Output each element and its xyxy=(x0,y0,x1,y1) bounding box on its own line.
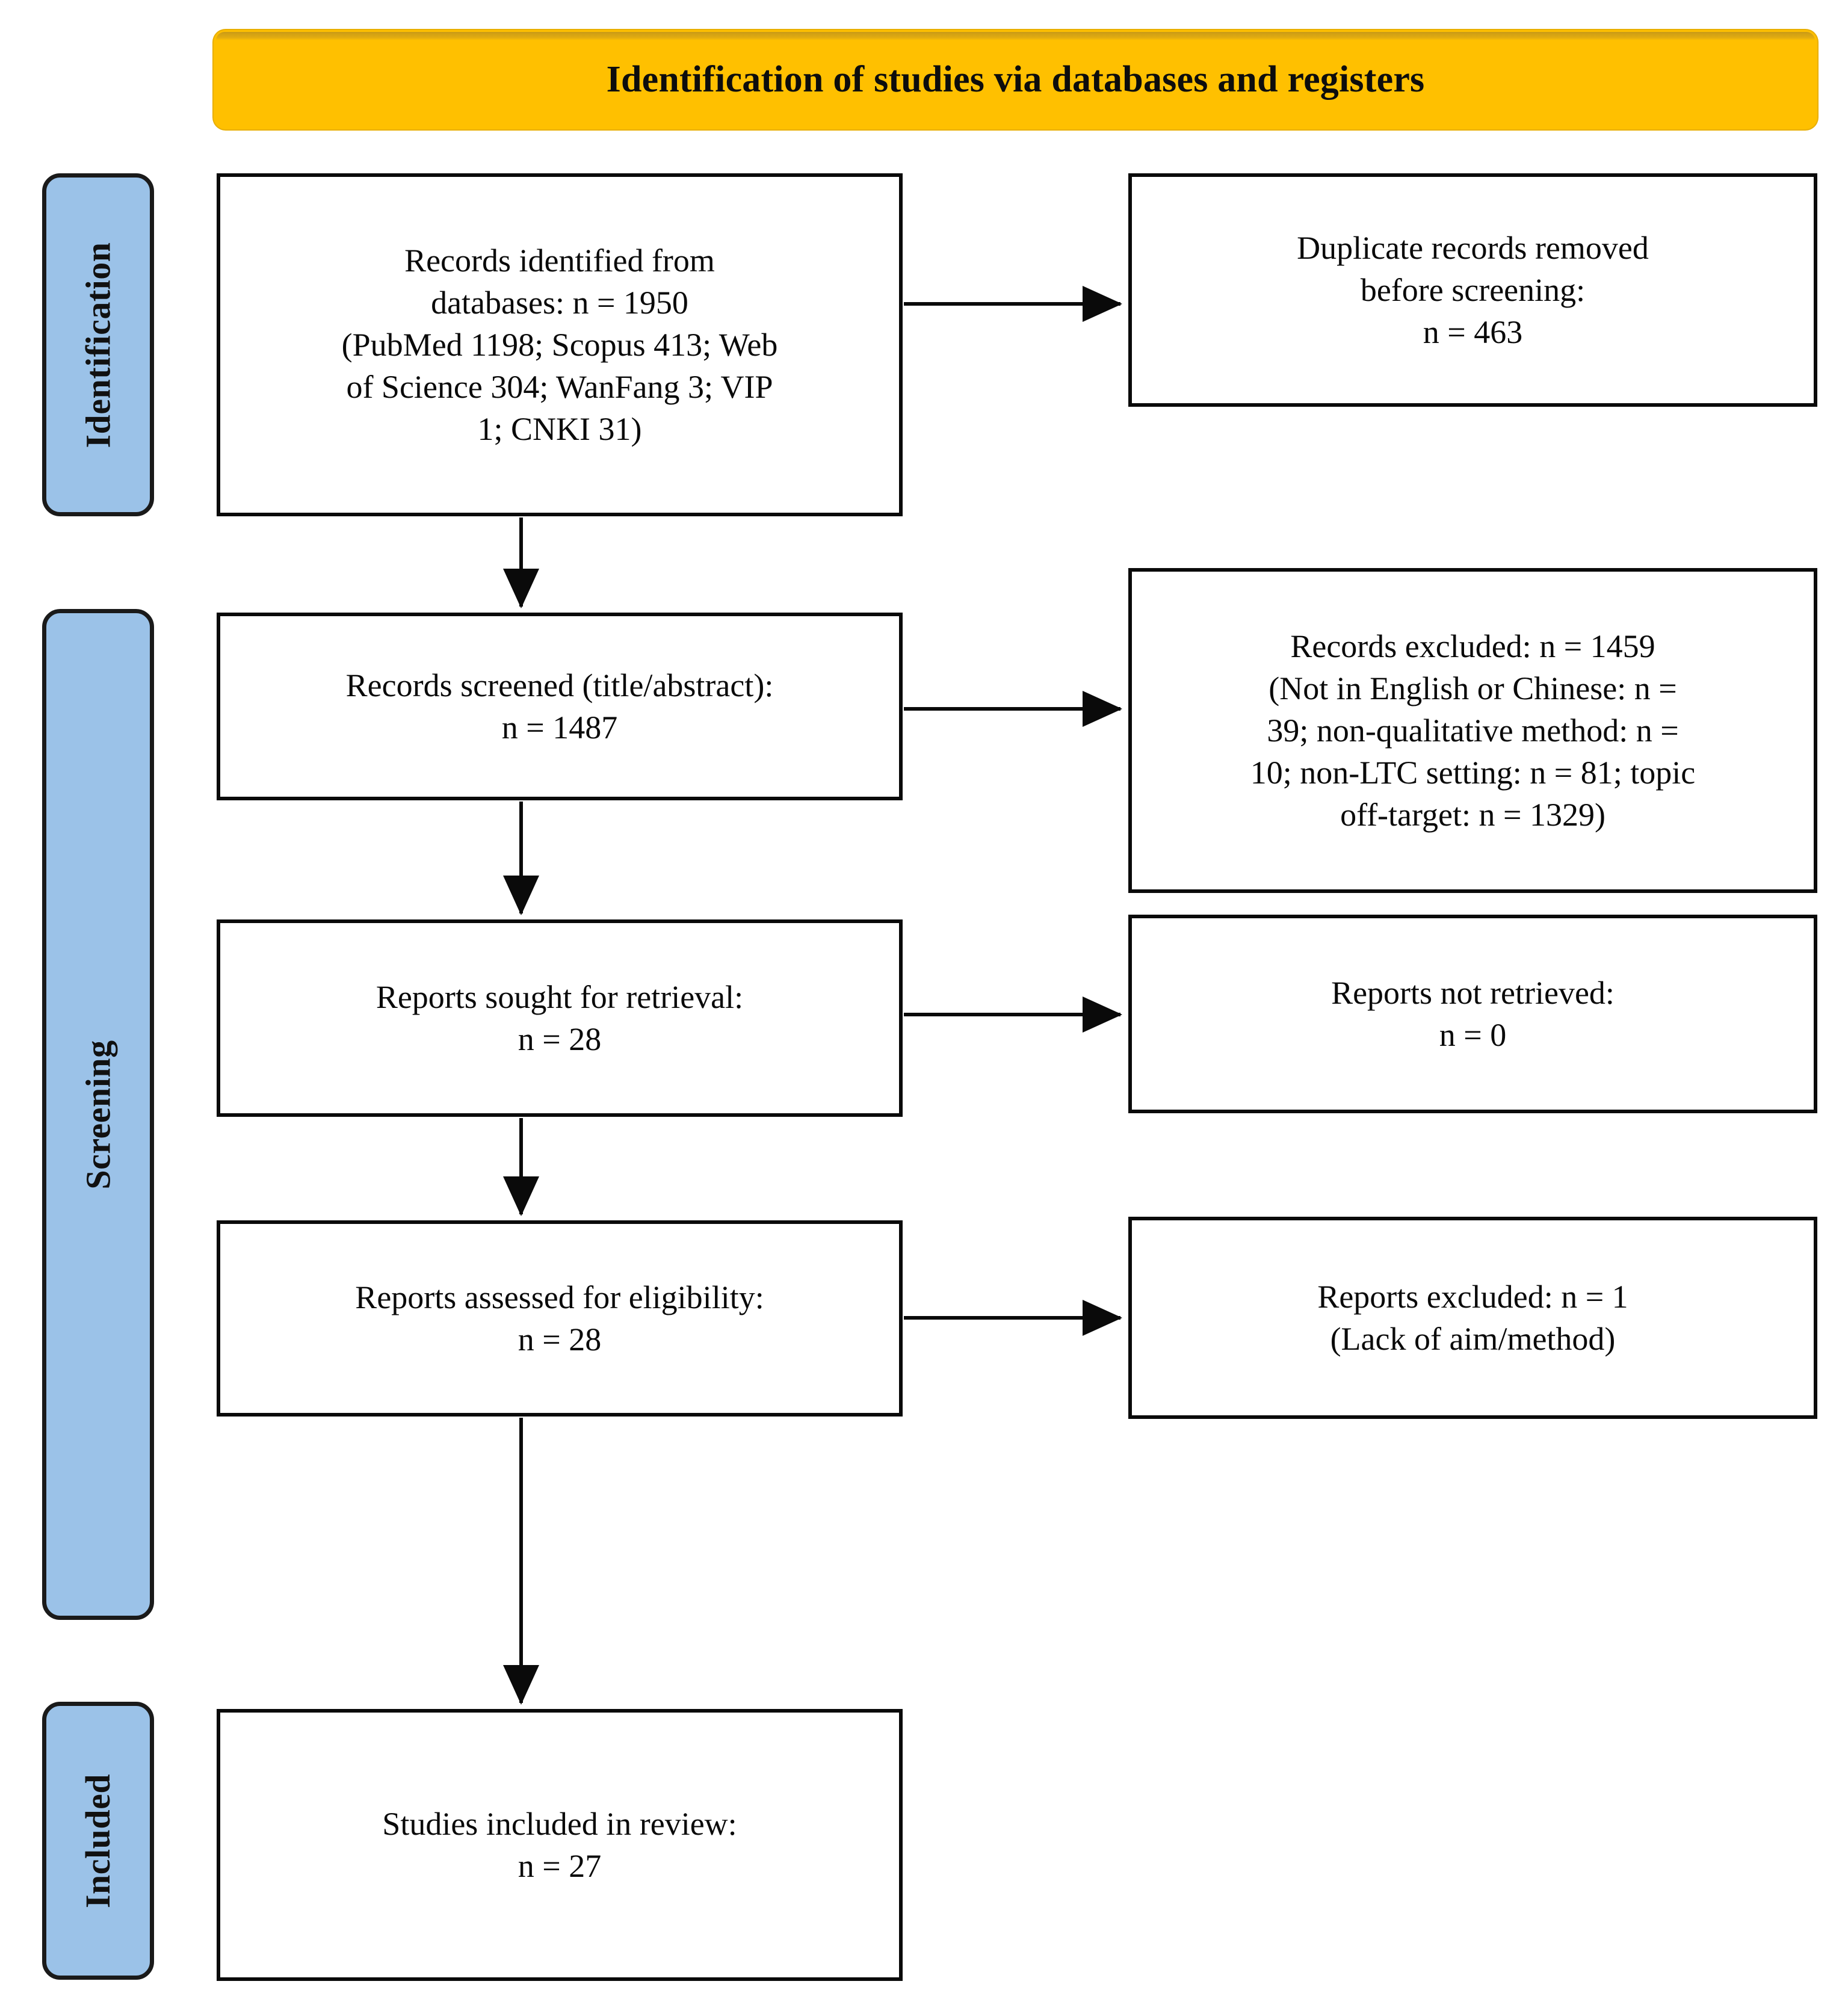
diagram-title: Identification of studies via databases … xyxy=(606,59,1425,100)
box-records-screened: Records screened (title/abstract): n = 1… xyxy=(217,613,903,800)
box-reports-excluded: Reports excluded: n = 1 (Lack of aim/met… xyxy=(1128,1217,1817,1419)
box-reports-sought-text: Reports sought for retrieval: n = 28 xyxy=(375,978,744,1057)
stage-bar-screening: Screening xyxy=(42,609,154,1620)
box-reports-not-retrieved-text: Reports not retrieved: n = 0 xyxy=(1331,974,1615,1053)
box-records-screened-text: Records screened (title/abstract): n = 1… xyxy=(345,667,774,746)
box-records-excluded: Records excluded: n = 1459 (Not in Engli… xyxy=(1128,568,1817,893)
box-records-identified-text: Records identified from databases: n = 1… xyxy=(341,242,778,448)
box-studies-included-text: Studies included in review: n = 27 xyxy=(382,1805,737,1884)
stage-bar-included: Included xyxy=(42,1702,154,1980)
box-duplicate-records-removed: Duplicate records removed before screeni… xyxy=(1128,173,1817,407)
box-records-identified: Records identified from databases: n = 1… xyxy=(217,173,903,516)
diagram-title-banner: Identification of studies via databases … xyxy=(214,30,1817,129)
box-reports-assessed-text: Reports assessed for eligibility: n = 28 xyxy=(355,1279,764,1358)
box-reports-not-retrieved: Reports not retrieved: n = 0 xyxy=(1128,915,1817,1113)
box-reports-assessed: Reports assessed for eligibility: n = 28 xyxy=(217,1220,903,1417)
stage-bar-identification: Identification xyxy=(42,173,154,516)
box-studies-included: Studies included in review: n = 27 xyxy=(217,1709,903,1981)
box-reports-excluded-text: Reports excluded: n = 1 (Lack of aim/met… xyxy=(1317,1278,1628,1357)
box-records-excluded-text: Records excluded: n = 1459 (Not in Engli… xyxy=(1250,628,1696,833)
box-duplicate-records-removed-text: Duplicate records removed before screeni… xyxy=(1297,229,1649,351)
box-reports-sought: Reports sought for retrieval: n = 28 xyxy=(217,919,903,1117)
